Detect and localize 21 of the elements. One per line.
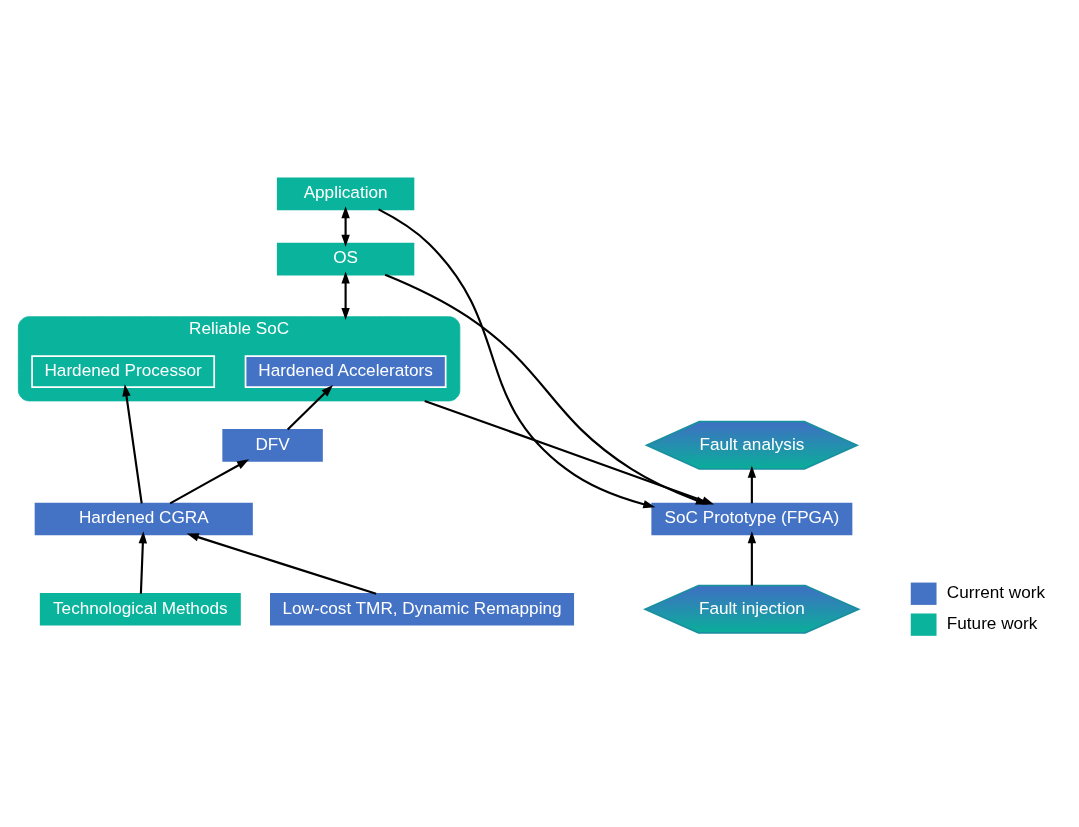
arrow [138, 530, 148, 594]
arrow [169, 458, 250, 504]
legend-label: Future work [946, 612, 1038, 633]
node-box: Hardened Accelerators [244, 354, 447, 388]
arrow [286, 384, 334, 430]
arrow [341, 205, 350, 247]
arrow [122, 383, 143, 504]
arrow [341, 271, 350, 320]
node-box: Hardened CGRA [34, 502, 253, 535]
node-box: OS [276, 242, 415, 275]
node-box: Low-cost TMR, Dynamic Remapping [270, 592, 575, 625]
legend-label: Current work [946, 581, 1046, 602]
arrow [186, 532, 377, 595]
arrow [378, 207, 656, 508]
node-box: Technological Methods [39, 592, 241, 625]
node-box: SoC Prototype (FPGA) [651, 502, 853, 535]
node-box: Hardened Processor [31, 354, 216, 388]
node-box: Application [276, 177, 415, 210]
arrow [747, 465, 757, 503]
node-box: DFV [222, 428, 323, 462]
arrow [747, 530, 757, 586]
